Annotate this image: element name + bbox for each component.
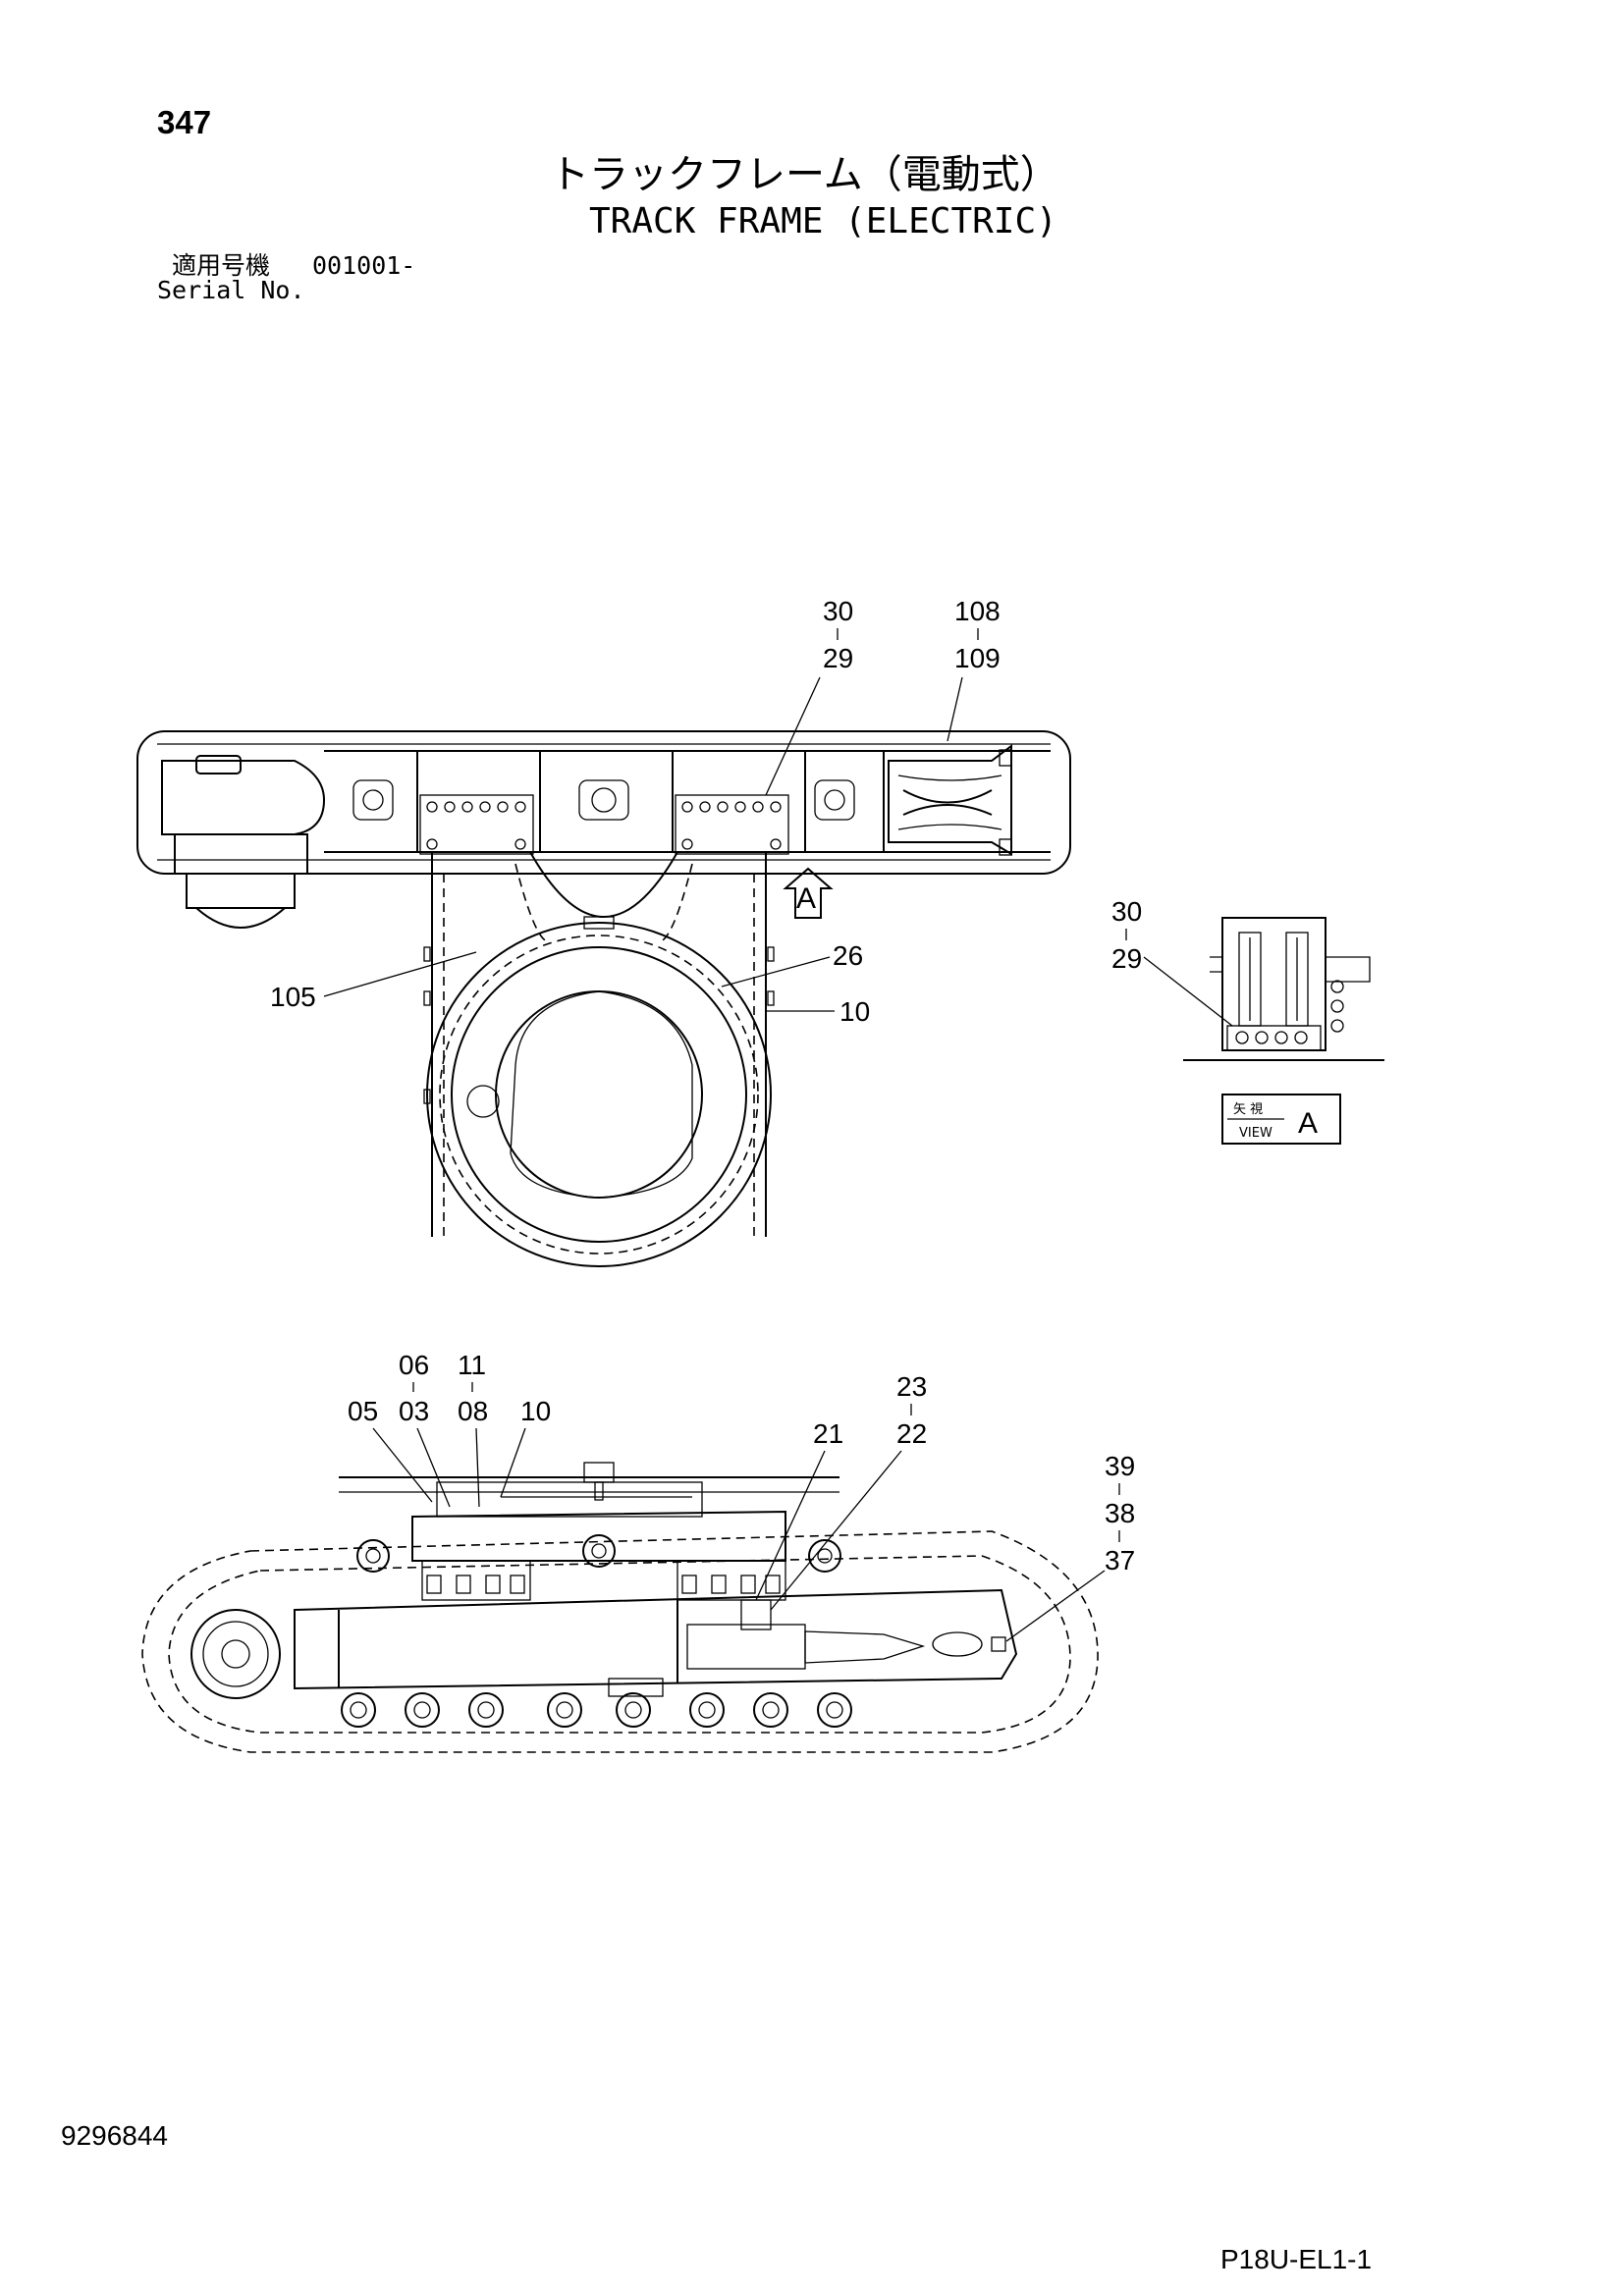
drive-motor bbox=[161, 760, 326, 835]
side-callout-37: 37 bbox=[1105, 1545, 1135, 1575]
side-callout-03: 03 bbox=[399, 1396, 429, 1426]
callout-26: 26 bbox=[833, 940, 863, 971]
side-callout-21: 21 bbox=[813, 1418, 843, 1449]
side-view-drawing: 06 11 05 03 08 10 23 21 22 39 38 37 bbox=[141, 1350, 1135, 1753]
page-title-japanese: トラックフレーム（電動式） bbox=[550, 152, 1059, 197]
view-a-detail: 30 29 矢 視 VIEW A bbox=[1111, 896, 1384, 1145]
side-callout-05: 05 bbox=[348, 1396, 378, 1426]
serial-label-japanese: 適用号機 bbox=[172, 251, 271, 280]
side-callout-38: 38 bbox=[1105, 1498, 1135, 1528]
swing-bearing bbox=[426, 922, 772, 1267]
view-label-japanese: 矢 視 bbox=[1233, 1102, 1263, 1117]
idler-yoke bbox=[888, 744, 1012, 856]
side-callout-11: 11 bbox=[458, 1350, 486, 1380]
detail-callout-29: 29 bbox=[1111, 943, 1142, 974]
callout-30: 30 bbox=[823, 596, 853, 626]
callout-10: 10 bbox=[839, 996, 870, 1027]
side-callout-06: 06 bbox=[399, 1350, 429, 1380]
serial-range: 001001- bbox=[312, 251, 416, 280]
sheet-code: P18U-EL1-1 bbox=[1220, 2244, 1373, 2274]
side-callout-08: 08 bbox=[458, 1396, 488, 1426]
view-a-marker-letter: A bbox=[796, 882, 816, 915]
callout-108: 108 bbox=[954, 596, 1001, 626]
view-label-english: VIEW bbox=[1239, 1126, 1272, 1141]
view-a-label-box bbox=[1221, 1094, 1341, 1145]
view-a-marker bbox=[783, 867, 834, 919]
side-callout-10: 10 bbox=[520, 1396, 551, 1426]
callout-29: 29 bbox=[823, 643, 853, 673]
side-callout-23: 23 bbox=[896, 1371, 927, 1402]
side-callout-22: 22 bbox=[896, 1418, 927, 1449]
sprocket bbox=[190, 1609, 281, 1699]
side-frame bbox=[294, 1588, 1018, 1690]
callout-105: 105 bbox=[270, 982, 316, 1012]
document-number: 9296844 bbox=[61, 2120, 169, 2151]
page-number: 347 bbox=[157, 104, 212, 140]
view-label-letter: A bbox=[1298, 1107, 1318, 1140]
serial-label-english: Serial No. bbox=[157, 276, 305, 304]
side-callout-39: 39 bbox=[1105, 1451, 1135, 1481]
top-view-drawing: A 30 29 108 109 26 10 105 bbox=[136, 596, 1071, 1267]
page-title-english: TRACK FRAME (ELECTRIC) bbox=[589, 201, 1057, 241]
track-outline bbox=[136, 730, 1071, 875]
callout-109: 109 bbox=[954, 643, 1001, 673]
crawler-track bbox=[141, 1530, 1099, 1753]
detail-callout-30: 30 bbox=[1111, 896, 1142, 927]
